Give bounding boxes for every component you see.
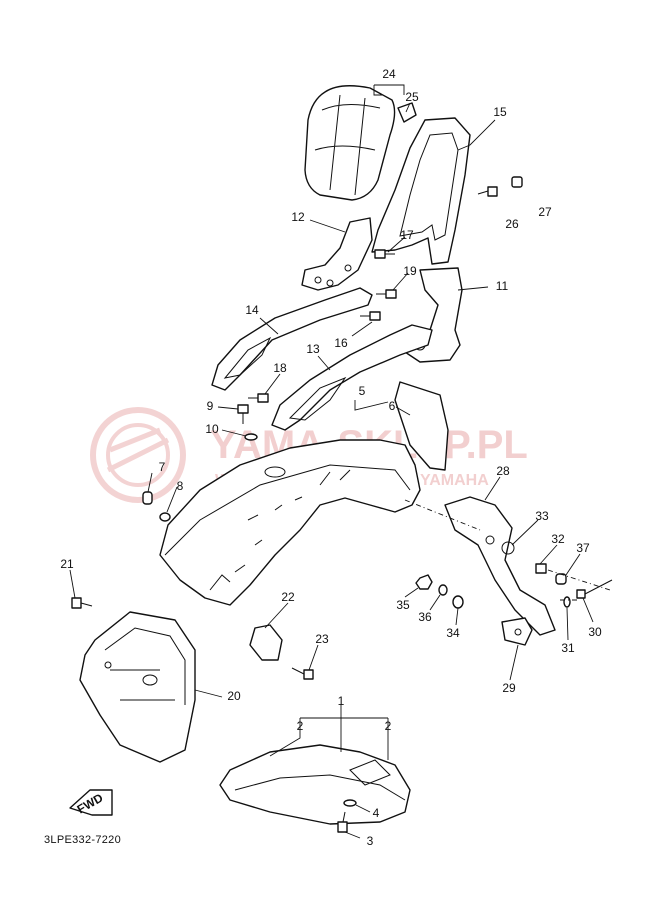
callout-12: 12 [291,210,305,224]
callout-2-left: 2 [297,719,304,733]
callout-2-right: 2 [385,719,392,733]
callout-17: 17 [400,228,414,242]
callout-26: 26 [505,217,519,231]
bolt-7 [142,491,153,505]
washer-31 [563,596,571,608]
part-20-inner-fender [79,611,196,763]
callout-22: 22 [281,590,295,604]
bolt-21 [71,597,93,609]
fwd-arrow: FWD [69,789,113,816]
part-12-bracket [301,217,373,291]
callout-31: 31 [561,641,575,655]
callout-13: 13 [306,342,320,356]
callout-19: 19 [403,264,417,278]
callout-24: 24 [382,67,396,81]
part-25-bracket [397,102,417,123]
part-15-backrest-frame [371,117,471,265]
bolt-26 [477,186,498,197]
bolt-9 [237,404,249,424]
callout-14: 14 [245,303,259,317]
washer-8 [159,512,171,522]
callout-18: 18 [273,361,287,375]
part-14-grab-rail [211,287,373,391]
bolt-17 [374,249,395,259]
callout-1: 1 [338,694,345,708]
callout-37: 37 [576,541,590,555]
part-1-lower-fender [219,744,411,825]
callout-33: 33 [535,509,549,523]
callout-29: 29 [502,681,516,695]
callout-23: 23 [315,632,329,646]
washer-34 [452,595,464,609]
rear-fender [159,439,421,606]
callout-3: 3 [367,834,374,848]
diagram-code: 3LPE332-7220 [44,834,121,846]
part-28-license-bracket [444,496,556,636]
callout-9: 9 [207,399,214,413]
callout-35: 35 [396,598,410,612]
callout-34: 34 [446,626,460,640]
bolt-16 [360,311,381,321]
part-22-bracket [249,624,283,661]
nut-35 [415,574,433,590]
watermark-logo [90,407,186,503]
callout-15: 15 [493,105,507,119]
bolt-19 [376,289,397,299]
bolt-32 [535,563,547,574]
callout-7: 7 [159,460,166,474]
part-13-grab-rail [271,324,433,431]
callout-5: 5 [359,384,366,398]
callout-4: 4 [373,806,380,820]
washer-36 [438,584,448,596]
callout-30: 30 [588,625,602,639]
callout-27: 27 [538,205,552,219]
callout-28: 28 [496,464,510,478]
callout-8: 8 [177,479,184,493]
fasteners [71,176,613,833]
callout-25: 25 [405,90,419,104]
callout-10: 10 [205,422,219,436]
callout-32: 32 [551,532,565,546]
bolt-30 [576,579,613,599]
callout-20: 20 [227,689,241,703]
bolt-18 [248,393,269,403]
washer-4 [343,799,357,807]
callout-21: 21 [60,557,74,571]
part-29-plate [501,617,533,646]
bolt-3 [337,811,348,833]
callout-labels: 24 25 15 27 26 12 17 19 11 14 16 13 18 5… [60,67,602,848]
part-24-backrest-pad [304,85,396,201]
callout-11: 11 [496,279,509,293]
nut-27 [511,176,523,188]
assembly-lines [404,499,611,601]
bolt-23 [291,667,314,680]
nut-37 [555,573,567,585]
callout-6: 6 [389,399,396,413]
callout-16: 16 [334,336,348,350]
nut-10 [244,433,258,441]
leader-lines [69,84,594,839]
callout-36: 36 [418,610,432,624]
